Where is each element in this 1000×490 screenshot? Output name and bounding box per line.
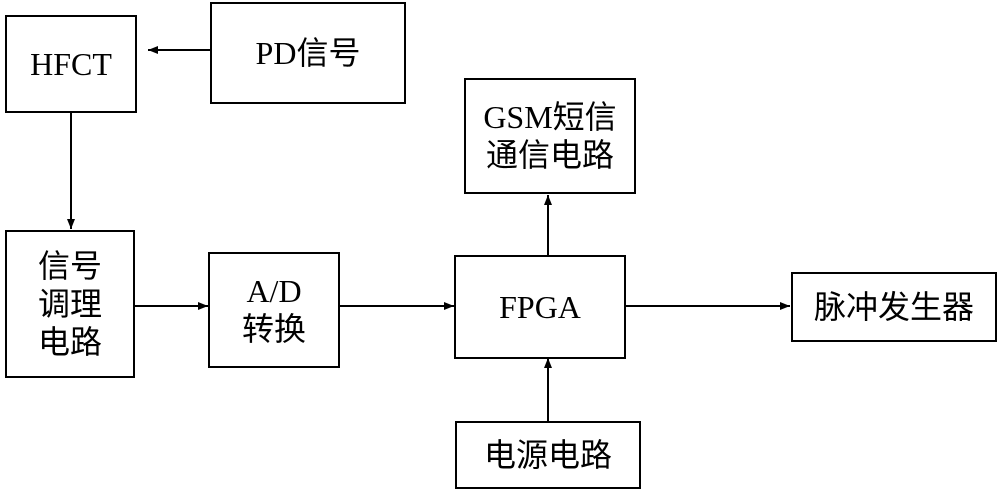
pulse-generator-label: 脉冲发生器 [813, 289, 974, 325]
pd-signal-label: PD信号 [255, 35, 361, 71]
ad-converter-line-1: A/D [246, 273, 302, 309]
power-supply-block: 电源电路 [455, 421, 641, 489]
pd-signal-block: PD信号 [210, 2, 406, 104]
gsm-line-2: 通信电路 [485, 137, 614, 173]
signal-conditioning-line-3: 电路 [37, 324, 102, 360]
hfct-block: HFCT [5, 15, 137, 113]
gsm-line-1: GSM短信 [483, 99, 617, 135]
signal-conditioning-line-1: 信号 [37, 248, 102, 284]
ad-converter-block: A/D 转换 [208, 252, 340, 368]
signal-conditioning-block: 信号 调理 电路 [5, 230, 135, 378]
fpga-label: FPGA [499, 289, 581, 325]
fpga-block: FPGA [454, 255, 626, 359]
pulse-generator-block: 脉冲发生器 [791, 272, 997, 342]
ad-converter-line-2: 转换 [241, 311, 306, 347]
power-supply-label: 电源电路 [483, 437, 612, 473]
gsm-block: GSM短信 通信电路 [464, 78, 636, 194]
signal-conditioning-line-2: 调理 [37, 286, 102, 322]
hfct-label: HFCT [30, 46, 112, 82]
